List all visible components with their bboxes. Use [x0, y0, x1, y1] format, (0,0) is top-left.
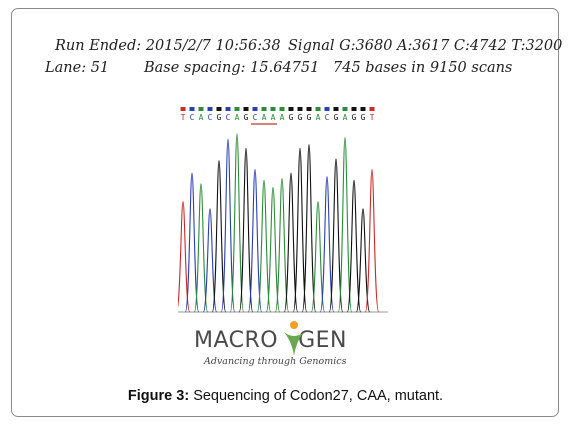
trace-peak-19 [346, 179, 362, 313]
trace-peak-18 [337, 137, 353, 313]
trace-peak-21 [364, 169, 380, 313]
base-letter-6: A [235, 113, 240, 122]
base-marker-17 [333, 107, 339, 111]
trace-peak-16 [319, 176, 335, 313]
base-letter-15: A [316, 113, 321, 122]
base-marker-10 [270, 107, 276, 111]
base-letter-9: A [262, 113, 267, 122]
trace-peak-15 [310, 201, 326, 313]
base-marker-14 [306, 107, 312, 111]
base-letter-13: G [298, 113, 303, 122]
trace-peak-8 [247, 169, 263, 313]
trace-peak-14 [301, 144, 317, 313]
trace-peak-1 [184, 172, 200, 313]
base-letter-7: G [244, 113, 249, 122]
logo-name-left: MACRO [194, 328, 279, 353]
base-marker-13 [297, 107, 303, 111]
base-marker-7 [243, 107, 249, 111]
signal-text: Signal G:3680 A:3617 C:4742 T:3200 [288, 38, 563, 54]
figure-frame [11, 8, 559, 417]
base-marker-21 [369, 107, 375, 111]
base-marker-20 [360, 107, 366, 111]
base-marker-16 [324, 107, 330, 111]
base-letter-10: A [271, 113, 276, 122]
trace-peak-0 [178, 201, 191, 313]
figure-caption: Figure 3: Sequencing of Codon27, CAA, mu… [0, 388, 571, 404]
base-marker-5 [225, 107, 231, 111]
base-letter-0: T [181, 113, 186, 122]
base-marker-19 [351, 107, 357, 111]
base-letter-20: G [361, 113, 366, 122]
base-marker-11 [279, 107, 285, 111]
base-letter-5: C [226, 113, 231, 122]
base-letter-4: G [217, 113, 222, 122]
trace-peak-17 [328, 158, 344, 313]
trace-peak-11 [274, 177, 290, 313]
logo-wordmark: MACRO GEN [194, 328, 347, 353]
base-letter-3: C [208, 113, 213, 122]
trace-peak-2 [193, 183, 209, 313]
base-letter-17: G [334, 113, 339, 122]
base-marker-6 [234, 107, 240, 111]
base-spacing-text: Base spacing: 15.64751 [144, 60, 320, 76]
caption-text: Sequencing of Codon27, CAA, mutant. [193, 388, 444, 404]
base-marker-3 [207, 107, 213, 111]
base-marker-12 [288, 107, 294, 111]
logo-name-right: GEN [298, 328, 348, 353]
trace-peak-7 [238, 147, 254, 313]
trace-peak-6 [229, 133, 245, 313]
base-marker-15 [315, 107, 321, 111]
base-letter-11: A [280, 113, 285, 122]
bases-scans-text: 745 bases in 9150 scans [333, 60, 513, 76]
base-letter-16: C [325, 113, 330, 122]
base-letter-8: C [253, 113, 258, 122]
base-letter-14: G [307, 113, 312, 122]
base-marker-4 [216, 107, 222, 111]
base-letter-18: A [343, 113, 348, 122]
run-ended-text: Run Ended: 2015/2/7 10:56:38 [55, 38, 281, 54]
base-letter-2: A [199, 113, 204, 122]
base-letter-12: G [289, 113, 294, 122]
trace-peak-3 [202, 208, 218, 313]
logo-figure-icon [284, 321, 304, 356]
base-marker-2 [198, 107, 204, 111]
trace-peak-5 [220, 138, 236, 313]
trace-peak-13 [292, 147, 308, 313]
trace-peak-20 [355, 208, 371, 313]
trace-peak-10 [265, 186, 281, 313]
base-letter-21: T [370, 113, 375, 122]
trace-peak-4 [211, 160, 227, 313]
trace-peak-12 [283, 172, 299, 313]
base-letter-19: G [352, 113, 357, 122]
chromatogram-trace [178, 133, 388, 313]
base-marker-8 [252, 107, 258, 111]
base-marker-9 [261, 107, 267, 111]
base-marker-1 [189, 107, 195, 111]
caption-label: Figure 3: [127, 388, 190, 404]
base-letter-1: C [190, 113, 195, 122]
trace-peak-9 [256, 179, 272, 313]
base-marker-18 [342, 107, 348, 111]
base-marker-0 [180, 107, 186, 111]
lane-text: Lane: 51 [45, 60, 110, 76]
macrogen-logo: MACRO GEN Advancing through Genomics [194, 320, 384, 370]
logo-tagline: Advancing through Genomics [204, 356, 347, 367]
